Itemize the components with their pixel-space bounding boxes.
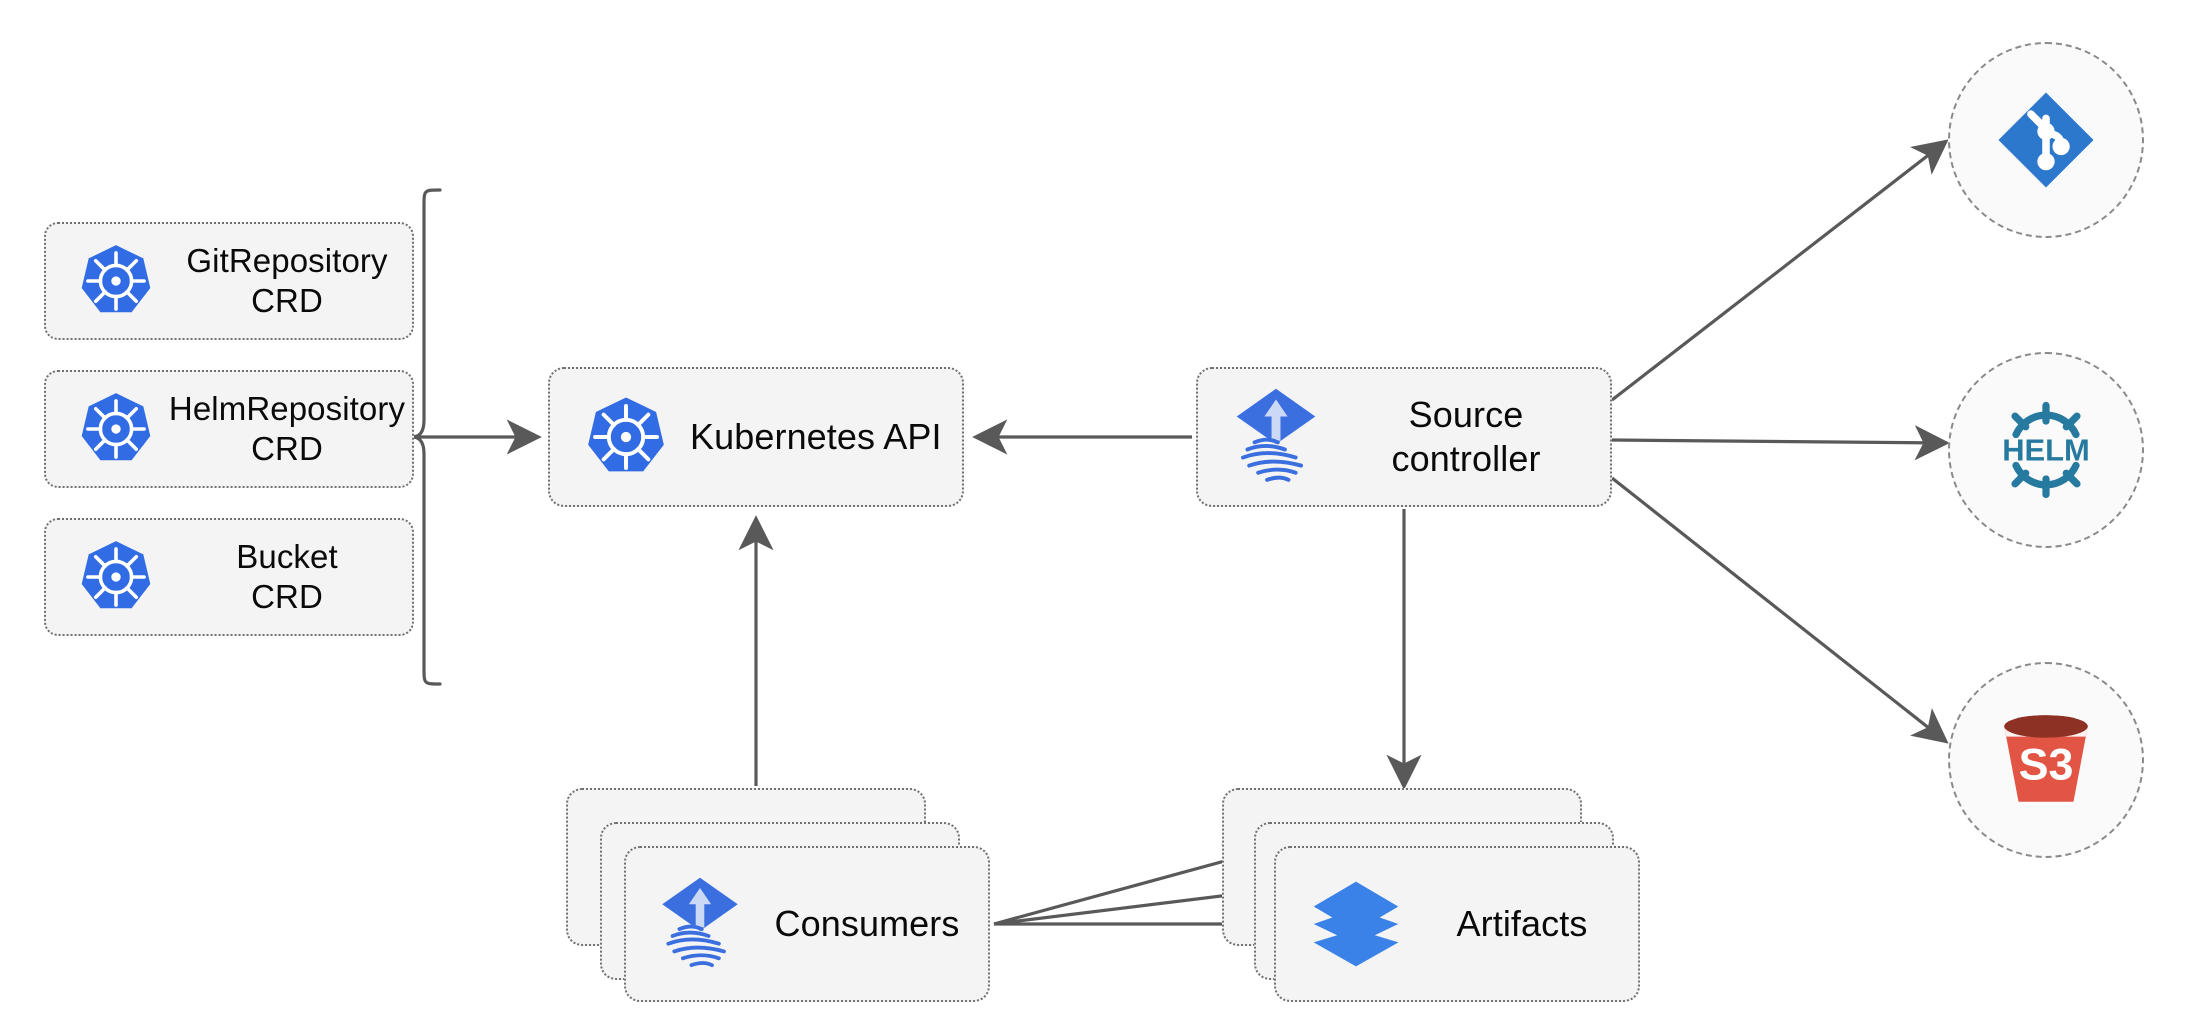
helm-wordmark: HELM <box>2002 433 2090 468</box>
external-source-s3[interactable]: S3 <box>1948 662 2144 858</box>
edge-source-to-s3 <box>1611 476 1949 744</box>
s3-bucket-icon: S3 <box>1990 704 2102 816</box>
kubernetes-icon <box>64 390 168 468</box>
node-label: Artifacts <box>1456 903 1588 945</box>
edge-consumers-to-artifacts-1 <box>993 843 1260 926</box>
kubernetes-icon <box>64 242 168 320</box>
kubernetes-icon <box>572 394 680 480</box>
node-label: Consumers <box>774 903 960 945</box>
kubernetes-icon <box>64 538 168 616</box>
crd-card-label: GitRepository CRD <box>186 241 388 319</box>
git-icon <box>1992 86 2100 194</box>
node-artifacts[interactable]: Artifacts <box>1274 846 1640 1002</box>
node-label: Source controller <box>1391 394 1541 479</box>
layers-icon <box>1300 878 1412 970</box>
external-source-helm[interactable]: HELM <box>1948 352 2144 548</box>
edge-source-to-helm <box>1611 425 1950 461</box>
external-source-git[interactable] <box>1948 42 2144 238</box>
flux-icon <box>1224 387 1328 487</box>
crd-card-label: HelmRepository CRD <box>168 389 406 467</box>
node-label: Kubernetes API <box>690 416 942 458</box>
node-kubernetes-api[interactable]: Kubernetes API <box>548 367 964 507</box>
crd-card-label: Bucket CRD <box>236 537 338 615</box>
node-source-controller[interactable]: Source controller <box>1196 367 1612 507</box>
crd-group-brace <box>411 188 442 686</box>
flux-icon <box>648 876 752 972</box>
s3-wordmark: S3 <box>2019 739 2074 789</box>
edge-source-to-git <box>1611 139 1949 402</box>
crd-card-helmrepository[interactable]: HelmRepository CRD <box>44 370 414 488</box>
crd-card-gitrepository[interactable]: GitRepository CRD <box>44 222 414 340</box>
helm-icon: HELM <box>1988 392 2104 508</box>
node-consumers[interactable]: Consumers <box>624 846 990 1002</box>
crd-card-bucket[interactable]: Bucket CRD <box>44 518 414 636</box>
